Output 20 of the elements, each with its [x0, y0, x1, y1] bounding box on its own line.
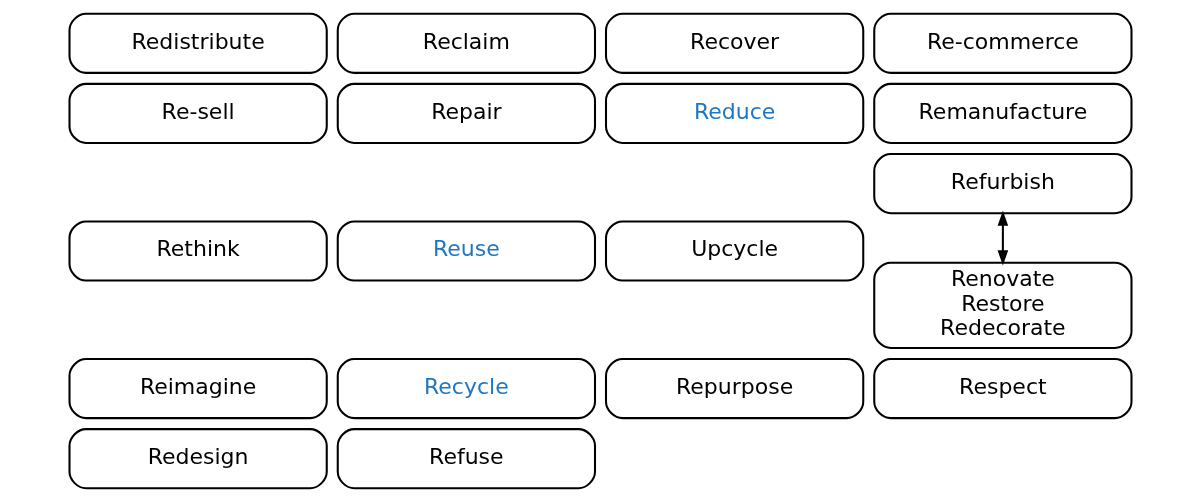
- node-box: Reimagine: [67, 357, 328, 420]
- node-box: Refurbish: [872, 153, 1133, 215]
- node-box: Re-commerce: [872, 12, 1133, 74]
- arrow: [997, 210, 1008, 266]
- node-box: Redesign: [67, 428, 328, 490]
- node-box: Re-sell: [67, 82, 328, 145]
- node-box: Repair: [336, 82, 596, 145]
- node-box: Repurpose: [604, 357, 864, 420]
- node-box: Recover: [604, 12, 864, 74]
- node-box: Recycle: [336, 357, 596, 420]
- node-box: Reuse: [336, 220, 596, 282]
- node-box: Remanufacture: [872, 82, 1133, 145]
- node-box: Upcycle: [604, 220, 864, 282]
- node-box: Reduce: [604, 82, 864, 145]
- node-box: Respect: [872, 357, 1133, 420]
- node-box: Refuse: [336, 428, 596, 490]
- node-box: Redistribute: [67, 12, 328, 74]
- node-box: Rethink: [67, 220, 328, 282]
- node-box: Reclaim: [336, 12, 596, 74]
- node-box: Renovate Restore Redecorate: [872, 261, 1133, 349]
